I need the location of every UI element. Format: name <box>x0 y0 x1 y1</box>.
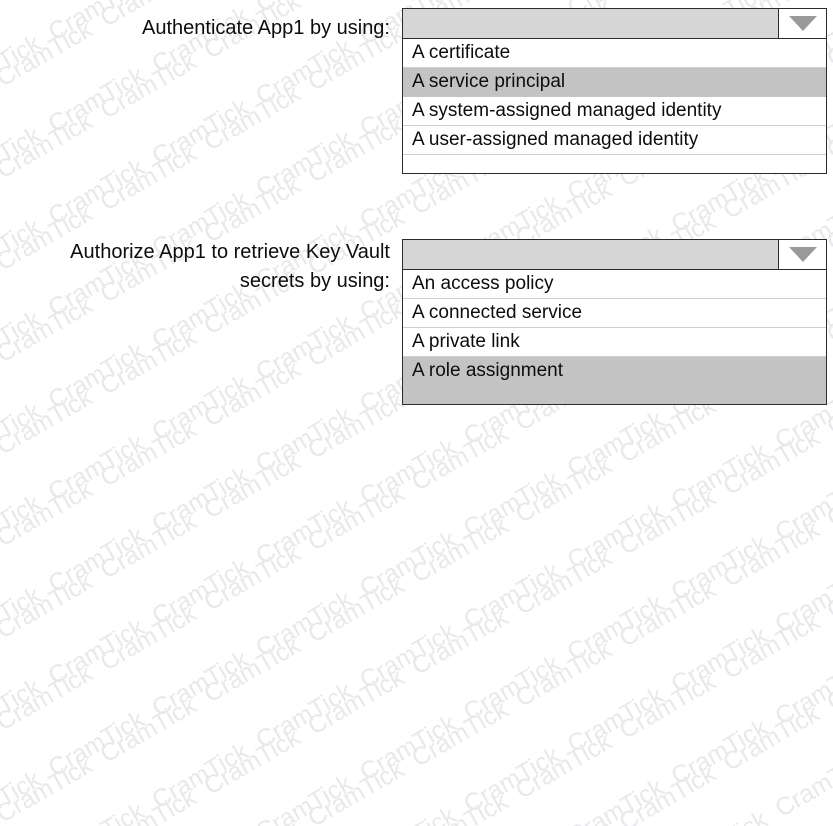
dropdown-2-option-4[interactable]: A role assignment <box>403 357 826 386</box>
chevron-down-icon <box>788 247 817 262</box>
dropdown-1-list-padding <box>403 155 826 173</box>
question-label-1: Authenticate App1 by using: <box>142 17 390 39</box>
dropdown-1-option-1[interactable]: A certificate <box>403 39 826 68</box>
dropdown-1-selected-value[interactable] <box>403 9 778 38</box>
dropdown-2-selected-value[interactable] <box>403 240 778 269</box>
question-label-2: Authorize App1 to retrieve Key Vault sec… <box>70 241 390 292</box>
dropdown-1-header[interactable] <box>402 8 827 39</box>
dropdown-1-option-3[interactable]: A system-assigned managed identity <box>403 97 826 126</box>
dropdown-2-header[interactable] <box>402 239 827 270</box>
dropdown-1-toggle-button[interactable] <box>778 9 826 38</box>
chevron-down-icon <box>788 16 817 31</box>
dropdown-2-toggle-button[interactable] <box>778 240 826 269</box>
dropdown-1-option-2[interactable]: A service principal <box>403 68 826 97</box>
dropdown-2-option-1[interactable]: An access policy <box>403 270 826 299</box>
dropdown-2-option-3[interactable]: A private link <box>403 328 826 357</box>
dropdown-1-option-4[interactable]: A user-assigned managed identity <box>403 126 826 155</box>
dropdown-2-option-2[interactable]: A connected service <box>403 299 826 328</box>
dropdown-2-list-padding <box>403 386 826 404</box>
